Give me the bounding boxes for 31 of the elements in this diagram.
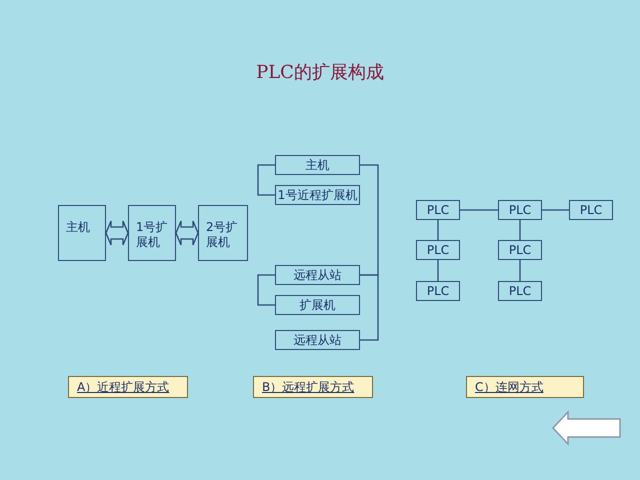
connector-line <box>460 209 498 211</box>
caption-box: A）近程扩展方式 <box>68 376 188 398</box>
connector-line <box>360 274 379 341</box>
unit-box: PLC <box>416 200 460 220</box>
connector-line <box>360 164 379 276</box>
unit-box: PLC <box>498 240 542 260</box>
double-arrow <box>175 220 199 246</box>
unit-box: 2号扩展机 <box>198 205 248 261</box>
unit-box: 1号扩展机 <box>128 205 176 261</box>
unit-box: 1号近程扩展机 <box>275 185 360 205</box>
connector-line <box>437 260 439 281</box>
unit-box: 主机 <box>275 155 360 175</box>
unit-box: 主机 <box>58 205 106 261</box>
title: PLC的扩展构成 <box>255 61 385 84</box>
connector-line <box>542 209 569 211</box>
connector-line <box>257 274 275 306</box>
caption-box: B）远程扩展方式 <box>253 376 373 398</box>
unit-box: PLC <box>498 281 542 301</box>
unit-box: 扩展机 <box>275 295 360 315</box>
connector-line <box>437 220 439 240</box>
connector-line <box>257 164 275 196</box>
unit-box: PLC <box>569 200 613 220</box>
unit-box: PLC <box>416 281 460 301</box>
unit-box: PLC <box>498 200 542 220</box>
unit-box: PLC <box>416 240 460 260</box>
double-arrow <box>105 220 129 246</box>
caption-box: C）连网方式 <box>466 376 584 398</box>
unit-box: 远程从站 <box>275 265 360 285</box>
connector-line <box>519 220 521 240</box>
unit-box: 远程从站 <box>275 330 360 350</box>
connector-line <box>519 260 521 281</box>
